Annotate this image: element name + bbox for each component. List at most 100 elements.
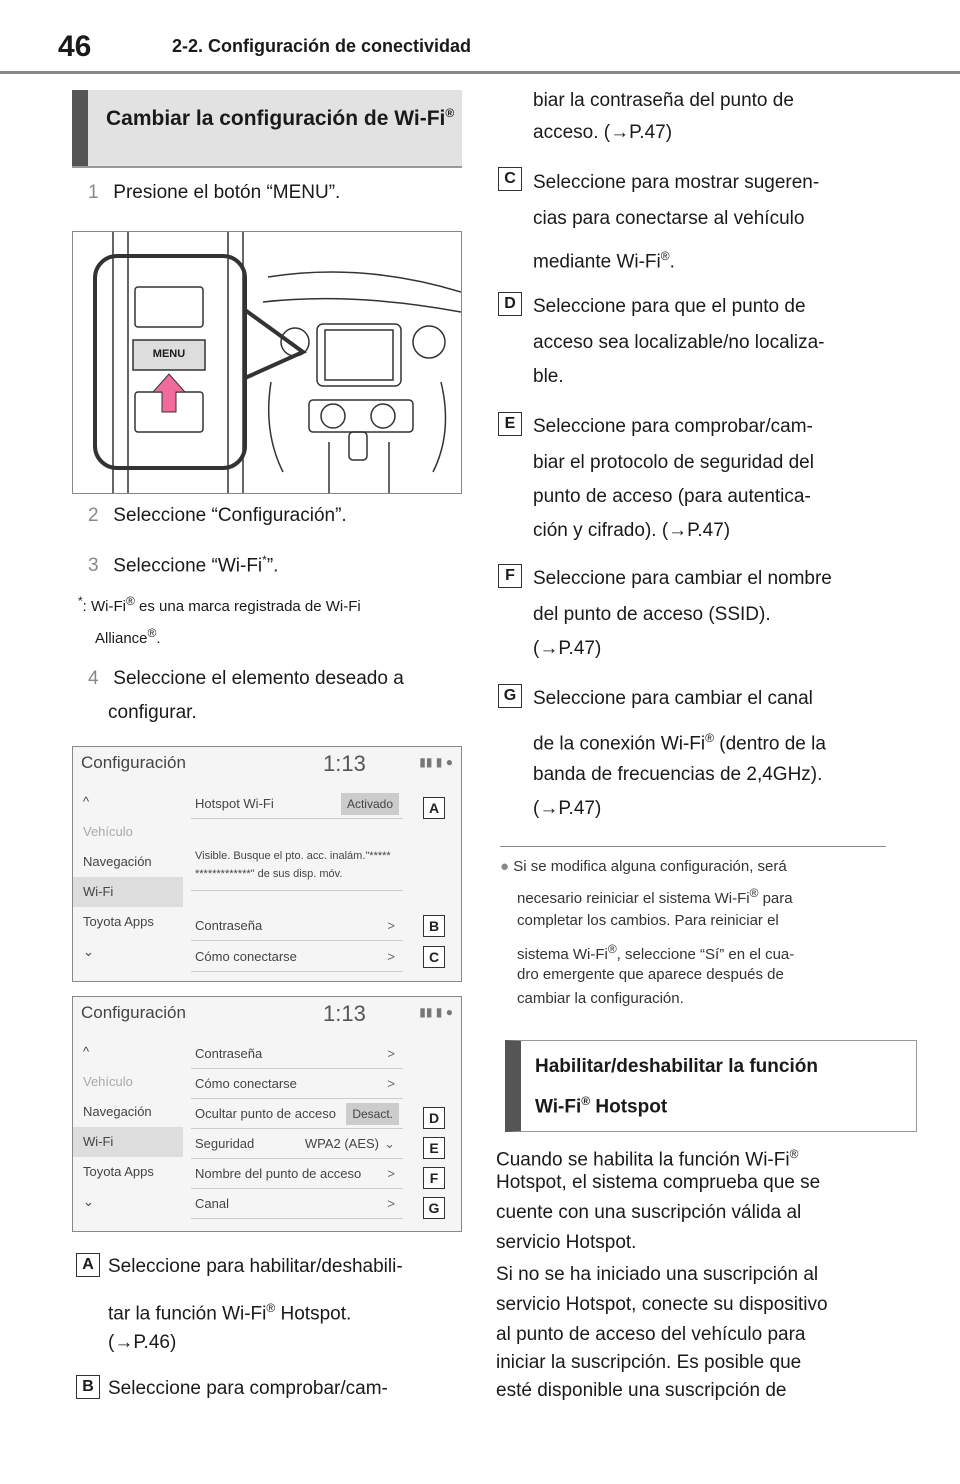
screen-title: Configuración [81, 1003, 186, 1022]
para-text: servicio Hotspot. [496, 1232, 637, 1253]
chevron-right-icon: > [387, 1196, 395, 1211]
note-text: , seleccione “Sí” en el cua- [616, 946, 795, 963]
page-ref[interactable]: (→P.47) [533, 638, 602, 659]
scroll-down-icon[interactable]: ⌄ [83, 944, 94, 959]
label-b: B [76, 1375, 100, 1399]
item-text: . [669, 251, 675, 273]
item-d-text: Seleccione para que el punto de [533, 296, 806, 317]
sidebar-item-toyota-apps[interactable]: Toyota Apps [83, 1164, 154, 1179]
menu-button-figure: MENU [72, 231, 462, 494]
section-title-text: Habilitar/deshabilitar la función [535, 1056, 818, 1077]
item-f-text: del punto de acceso (SSID). [533, 604, 771, 625]
sidebar-item-vehiculo[interactable]: Vehículo [83, 1074, 133, 1089]
menu-button-label: MENU [152, 348, 186, 360]
reg-mark: ® [705, 731, 714, 745]
row-contrasena[interactable]: Contraseña > [191, 1039, 403, 1069]
item-d-text: ble. [533, 366, 564, 387]
sidebar-item-navegacion[interactable]: Navegación [83, 1104, 152, 1119]
chevron-down-icon: ⌄ [384, 1136, 395, 1151]
row-seguridad[interactable]: Seguridad WPA2 (AES) ⌄ [191, 1129, 403, 1159]
row-contrasena[interactable]: Contraseña > [191, 911, 403, 941]
toggle-value[interactable]: Desact. [346, 1103, 399, 1125]
note-text: dro emergente que aparece después de [517, 966, 784, 983]
label-c: C [498, 167, 522, 191]
footnote-mark: * [78, 594, 83, 608]
divider [72, 166, 462, 168]
step-text-end: ”. [266, 555, 279, 577]
row-hotspot-wifi[interactable]: Hotspot Wi-Fi Activado [191, 789, 403, 819]
row-como-conectarse[interactable]: Cómo conectarse > [191, 942, 403, 972]
item-e-text: biar el protocolo de seguridad del [533, 452, 814, 473]
para-text: cuente con una suscripción válida al [496, 1202, 802, 1223]
security-value: WPA2 (AES) [304, 1136, 379, 1151]
item-a-text: Seleccione para habilitar/deshabili- [108, 1256, 403, 1277]
step-text: Presione el botón “MENU”. [113, 182, 341, 203]
footnote-text: . [156, 630, 161, 647]
footnote-text: Alliance [95, 630, 148, 647]
step-text: Seleccione “Wi-Fi [113, 555, 263, 577]
item-d-text: acceso sea localizable/no localiza- [533, 332, 825, 353]
step-number: 1 [88, 182, 99, 203]
row-label: Ocultar punto de acceso [195, 1106, 336, 1121]
section-title-text: Cambiar la configuración de Wi-Fi [106, 107, 446, 130]
sidebar-item-wifi[interactable]: Wi-Fi [73, 1127, 183, 1157]
step-3: 3 Seleccione “Wi-Fi*”. [88, 544, 278, 582]
item-g-line-2: de la conexión Wi-Fi® (dentro de la [533, 722, 826, 760]
menu-button [132, 339, 206, 371]
scroll-up-icon[interactable]: ^ [83, 794, 90, 809]
footnote: *: Wi-Fi® es una marca registrada de Wi-… [78, 590, 361, 618]
page-ref[interactable]: (→P.46) [108, 1332, 177, 1353]
row-label: Nombre del punto de acceso [195, 1166, 362, 1181]
step-1: 1 Presione el botón “MENU”. [88, 176, 340, 209]
row-como-conectarse[interactable]: Cómo conectarse > [191, 1069, 403, 1099]
para-text: servicio Hotspot, conecte su dispositivo [496, 1294, 828, 1315]
row-label: *************" de sus disp. móv. [195, 868, 343, 880]
scroll-up-icon[interactable]: ^ [83, 1044, 90, 1059]
page-number: 46 [58, 30, 92, 63]
label-g: G [498, 684, 522, 708]
item-text: de la conexión Wi-Fi [533, 733, 706, 755]
row-label: Cómo conectarse [195, 1076, 297, 1091]
para-text: Hotspot, el sistema comprueba que se [496, 1172, 821, 1193]
item-b-text-cont: biar la contraseña del punto de [533, 90, 794, 111]
sidebar-item-navegacion[interactable]: Navegación [83, 854, 152, 869]
section-title-text: Wi-Fi [535, 1096, 582, 1118]
item-e-text: Seleccione para comprobar/cam- [533, 416, 813, 437]
dashboard-illustration [93, 232, 462, 493]
row-label: Visible. Busque el pto. acc. inalám."***… [195, 850, 391, 862]
sidebar-item-vehiculo[interactable]: Vehículo [83, 824, 133, 839]
callout-e: E [423, 1137, 445, 1159]
note-line-2: necesario reiniciar el sistema Wi-Fi® pa… [517, 882, 793, 910]
footnote-line-2: Alliance®. [95, 626, 161, 647]
row-ocultar-punto[interactable]: Ocultar punto de acceso Desact. [191, 1099, 403, 1129]
footnote-text: es una marca registrada de Wi-Fi [134, 598, 361, 615]
row-visibility-info: Visible. Busque el pto. acc. inalám."***… [191, 821, 403, 891]
sidebar-item-wifi[interactable]: Wi-Fi [73, 877, 183, 907]
reg-mark: ® [789, 1147, 799, 1161]
label-d: D [498, 292, 522, 316]
label-e: E [498, 412, 522, 436]
reg-mark: ® [126, 594, 135, 608]
step-2: 2 Seleccione “Configuración”. [88, 499, 347, 532]
para-text: Si no se ha iniciado una suscripción al [496, 1264, 819, 1285]
toggle-value[interactable]: Activado [340, 793, 399, 815]
chevron-right-icon: > [387, 918, 395, 933]
scroll-down-icon[interactable]: ⌄ [83, 1194, 94, 1209]
row-nombre-punto[interactable]: Nombre del punto de acceso > [191, 1159, 403, 1189]
page-ref[interactable]: acceso. (→P.47) [533, 122, 673, 143]
header-rule [0, 71, 960, 74]
para1-line-1: Cuando se habilita la función Wi-Fi® [496, 1138, 798, 1176]
note-text: cambiar la configuración. [517, 990, 684, 1007]
note-divider [500, 846, 886, 847]
row-canal[interactable]: Canal > [191, 1189, 403, 1219]
page-ref[interactable]: (→P.47) [533, 798, 602, 819]
step-number: 2 [88, 505, 99, 526]
row-label: Contraseña [195, 1046, 263, 1061]
screen-title: Configuración [81, 753, 186, 772]
label-f: F [498, 564, 522, 588]
status-icons: ▮▮ ▮ ● [419, 1005, 453, 1019]
note-text: para [758, 890, 793, 907]
item-text: Hotspot. [275, 1303, 352, 1325]
item-c-text: cias para conectarse al vehículo [533, 208, 805, 229]
sidebar-item-toyota-apps[interactable]: Toyota Apps [83, 914, 154, 929]
